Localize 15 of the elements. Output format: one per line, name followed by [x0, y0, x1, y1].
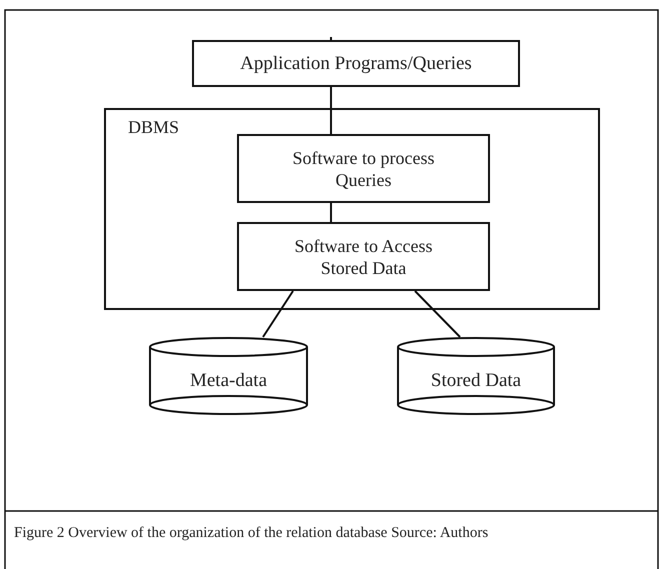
group-label: DBMS [128, 116, 180, 138]
node-label: Stored Data [430, 370, 522, 392]
figure-caption: Figure 2 Overview of the organization of the relation database Source: Authors [14, 524, 490, 543]
connector-line [330, 203, 332, 222]
node-label: Software to process Queries [292, 146, 436, 190]
node-label: Meta-data [188, 370, 268, 392]
process-box [192, 40, 520, 87]
connector-line [330, 87, 332, 134]
process-box [237, 134, 490, 203]
connector-line [330, 37, 332, 40]
node-label: Software to Access Stored Data [294, 234, 434, 278]
node-label: Application Programs/Queries [239, 52, 473, 74]
process-box [237, 222, 490, 291]
system-boundary-box [104, 108, 600, 310]
connector-line [262, 290, 294, 338]
